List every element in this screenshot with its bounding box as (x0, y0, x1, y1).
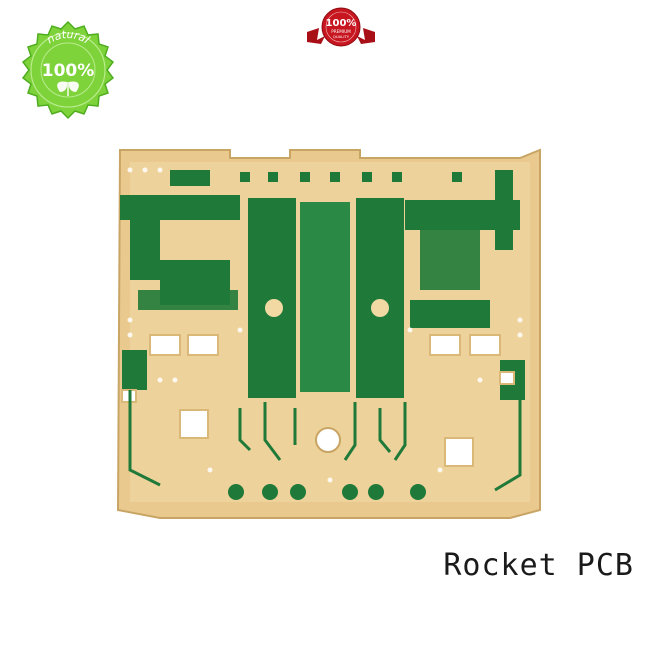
seal-circle (321, 7, 361, 47)
pcb-bottom-round-pads (228, 484, 426, 500)
leaf-icon (57, 81, 79, 96)
premium-quality-seal: 100% PREMIUM QUALITY (307, 7, 375, 47)
pcb-left-mask-region (120, 170, 240, 390)
pcb-traces (128, 390, 522, 492)
watermark-text: Rocket PCB (443, 548, 634, 583)
pcb-amp-pads (121, 334, 515, 467)
pcb-center-mask-region (248, 198, 404, 398)
seal-percent-text: 100% (326, 18, 357, 29)
seal-premium-text: PREMIUM (331, 29, 351, 34)
natural-badge-logo: natural 100% (21, 20, 115, 120)
badge-star-edge (21, 20, 115, 120)
seal-quality-text: QUALITY (333, 34, 350, 39)
pcb-board-image (116, 148, 541, 519)
pcb-vias (127, 167, 523, 483)
seal-ribbon (307, 28, 325, 44)
badge-percent-text: 100% (42, 61, 95, 81)
pcb-top-pads (240, 172, 462, 182)
pcb-mount-hole (315, 427, 341, 453)
